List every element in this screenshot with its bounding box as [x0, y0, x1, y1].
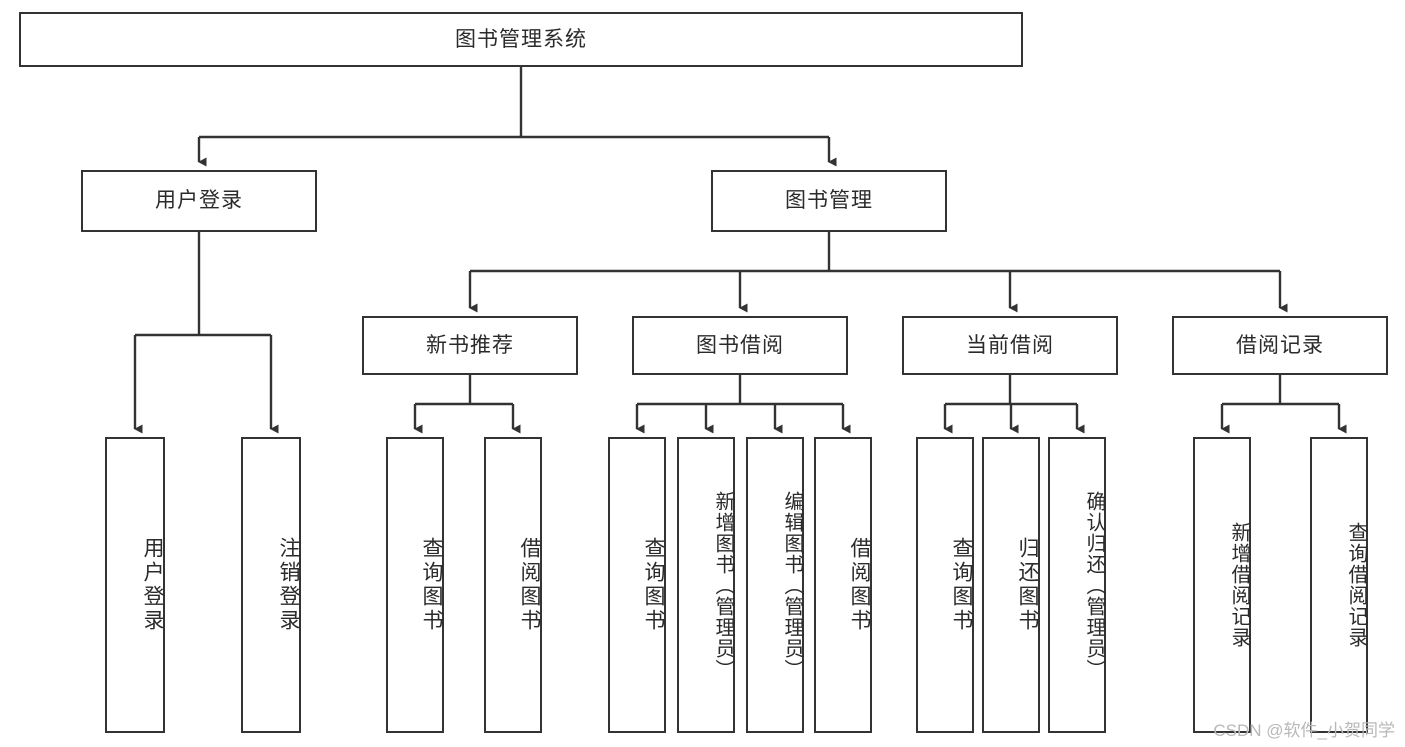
node-leaf-confirm-return-admin[interactable]: 确认归还（管理员）	[1048, 437, 1106, 733]
node-leaf-edit-book-admin[interactable]: 编辑图书（管理员）	[746, 437, 804, 733]
node-leaf-add-book-admin[interactable]: 新增图书（管理员）	[677, 437, 735, 733]
node-borrow-record[interactable]: 借阅记录	[1172, 316, 1388, 375]
node-leaf-user-logout[interactable]: 注销登录	[241, 437, 301, 733]
node-root[interactable]: 图书管理系统	[19, 12, 1023, 67]
node-book-borrow[interactable]: 图书借阅	[632, 316, 848, 375]
node-leaf-query-book-borrow[interactable]: 查询图书	[608, 437, 666, 733]
node-user-login[interactable]: 用户登录	[81, 170, 317, 232]
node-leaf-borrow-book-rec[interactable]: 借阅图书	[484, 437, 542, 733]
node-leaf-query-book-rec[interactable]: 查询图书	[386, 437, 444, 733]
csdn-watermark: CSDN @软件_小贺同学	[1213, 721, 1395, 740]
node-current-borrow[interactable]: 当前借阅	[902, 316, 1118, 375]
node-leaf-query-borrow-record[interactable]: 查询借阅记录	[1310, 437, 1368, 733]
edge-group	[133, 67, 1347, 434]
node-leaf-user-login[interactable]: 用户登录	[105, 437, 165, 733]
node-leaf-borrow-book[interactable]: 借阅图书	[814, 437, 872, 733]
node-leaf-return-book[interactable]: 归还图书	[982, 437, 1040, 733]
node-leaf-add-borrow-record[interactable]: 新增借阅记录	[1193, 437, 1251, 733]
node-book-manage[interactable]: 图书管理	[711, 170, 947, 232]
node-new-book-recommend[interactable]: 新书推荐	[362, 316, 578, 375]
node-leaf-query-book-cur[interactable]: 查询图书	[916, 437, 974, 733]
